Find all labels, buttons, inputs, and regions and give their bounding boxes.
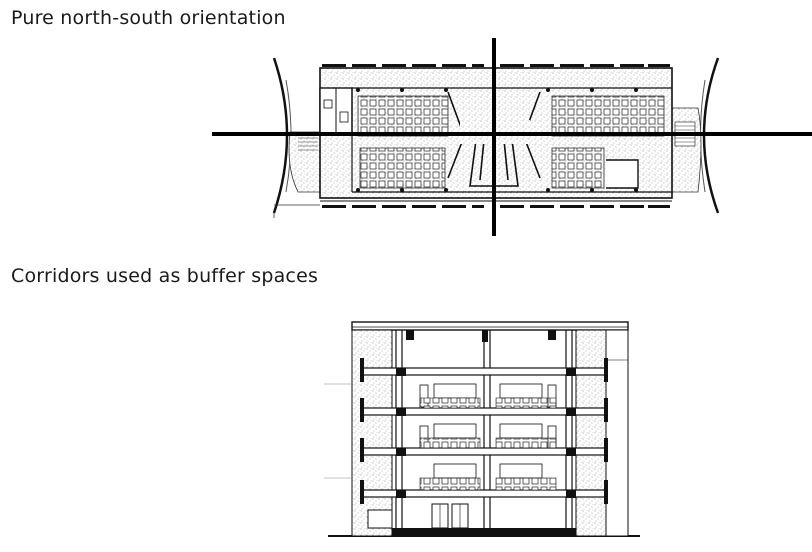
east-service-room: [606, 159, 639, 189]
ground-floor-doors: [367, 503, 469, 529]
classroom-se: [551, 147, 605, 189]
classroom-ne: [551, 95, 665, 137]
east-corridor-buffer: [575, 329, 607, 537]
plan-caption: Pure north-south orientation: [11, 7, 286, 29]
section-drawing: [324, 321, 640, 537]
section-caption: Corridors used as buffer spaces: [11, 265, 319, 287]
classroom-furniture: [419, 383, 557, 479]
east-annex: [605, 329, 629, 537]
classroom-nw: [357, 95, 449, 137]
west-entry-zone: [288, 131, 321, 193]
floor-plan-drawing: [212, 38, 812, 236]
roof-slab: [351, 321, 629, 331]
ground-slab: [366, 528, 608, 536]
east-entry-zone: [671, 107, 702, 193]
classroom-sw: [359, 147, 446, 189]
west-corridor-buffer: [351, 329, 393, 537]
